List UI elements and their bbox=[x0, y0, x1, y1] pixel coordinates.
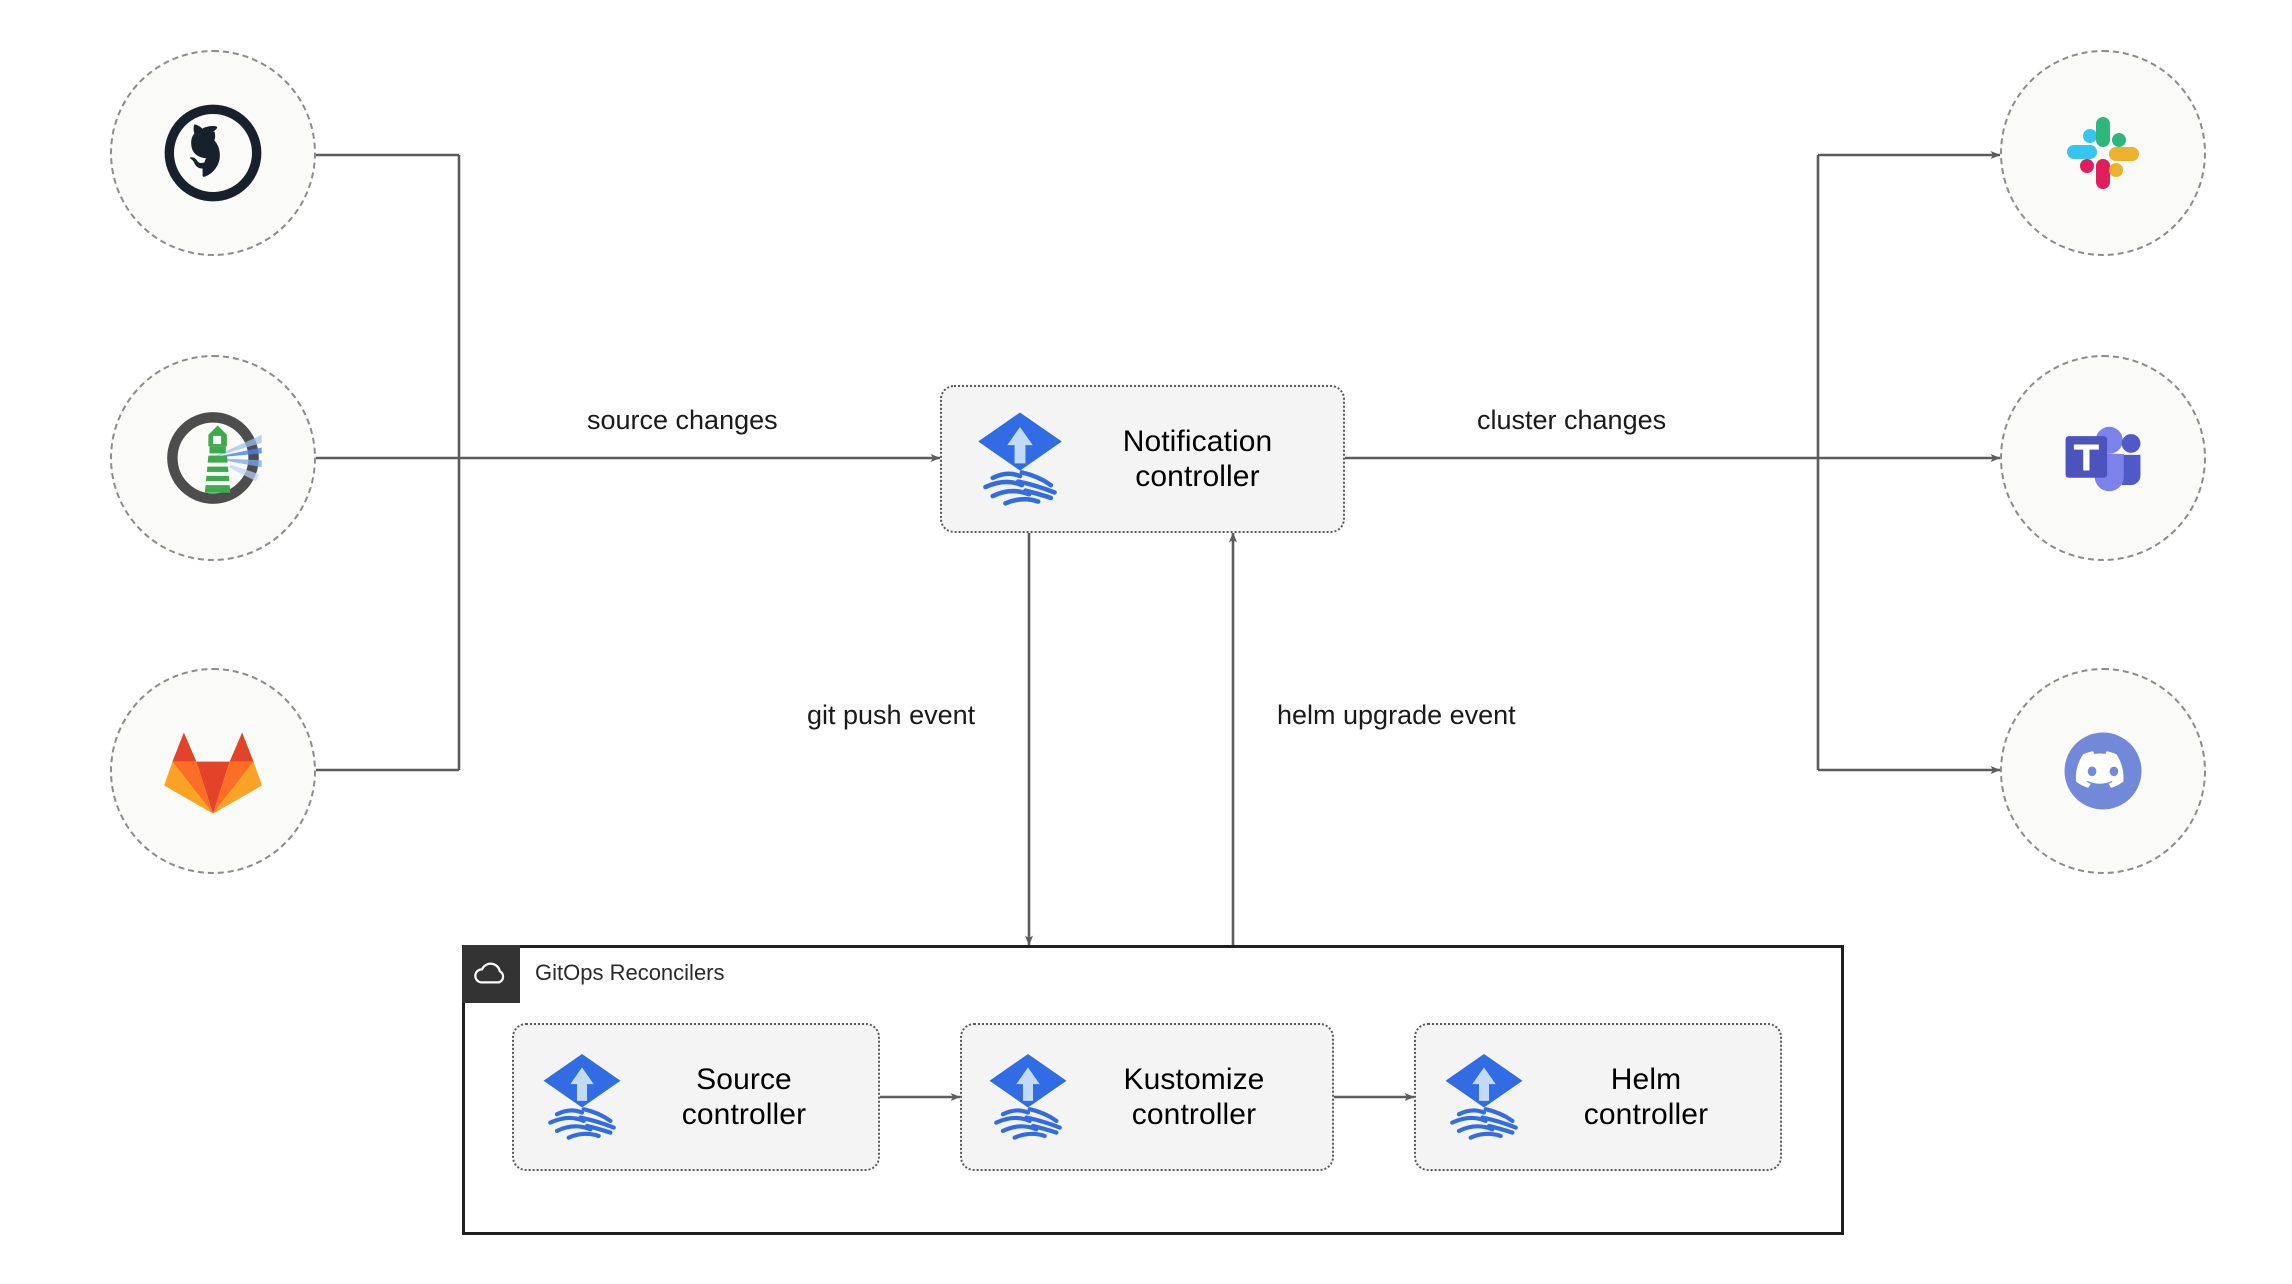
container-icon-tab bbox=[462, 945, 520, 1003]
gitops-reconcilers-container bbox=[462, 945, 1844, 1235]
gitlab-icon bbox=[164, 732, 262, 814]
helm-controller-box[interactable]: Helm controller bbox=[1414, 1023, 1782, 1171]
target-node-slack[interactable] bbox=[2000, 50, 2206, 256]
source-controller-label: Source controller bbox=[681, 1062, 807, 1131]
notification-controller-box[interactable]: Notification controller bbox=[940, 385, 1345, 533]
flux-lighthouse-icon bbox=[167, 412, 262, 504]
source-node-gitlab[interactable] bbox=[110, 668, 316, 874]
kustomize-controller-label: Kustomize controller bbox=[1123, 1062, 1265, 1131]
discord-icon bbox=[2064, 732, 2142, 810]
target-node-teams[interactable] bbox=[2000, 355, 2206, 561]
source-controller-box[interactable]: Source controller bbox=[512, 1023, 880, 1171]
kustomize-controller-box[interactable]: Kustomize controller bbox=[960, 1023, 1334, 1171]
source-node-flux[interactable] bbox=[110, 355, 316, 561]
container-title: GitOps Reconcilers bbox=[535, 960, 725, 985]
notification-controller-label: Notification controller bbox=[1122, 424, 1273, 493]
edge-label-source-changes: source changes bbox=[578, 403, 787, 438]
edge-label-git-push-event: git push event bbox=[798, 698, 985, 733]
flux-icon bbox=[1442, 1049, 1526, 1146]
edge-label-cluster-changes: cluster changes bbox=[1468, 403, 1676, 438]
edge-label-helm-upgrade-event: helm upgrade event bbox=[1268, 698, 1525, 733]
flux-icon bbox=[974, 407, 1066, 512]
cloud-icon bbox=[474, 962, 505, 984]
ms-teams-icon bbox=[2065, 426, 2141, 492]
target-node-discord[interactable] bbox=[2000, 668, 2206, 874]
slack-icon bbox=[2067, 117, 2139, 189]
flux-icon bbox=[540, 1049, 624, 1146]
source-node-github[interactable] bbox=[110, 50, 316, 256]
helm-controller-label: Helm controller bbox=[1583, 1062, 1709, 1131]
flux-icon bbox=[986, 1049, 1070, 1146]
github-icon bbox=[164, 104, 262, 202]
